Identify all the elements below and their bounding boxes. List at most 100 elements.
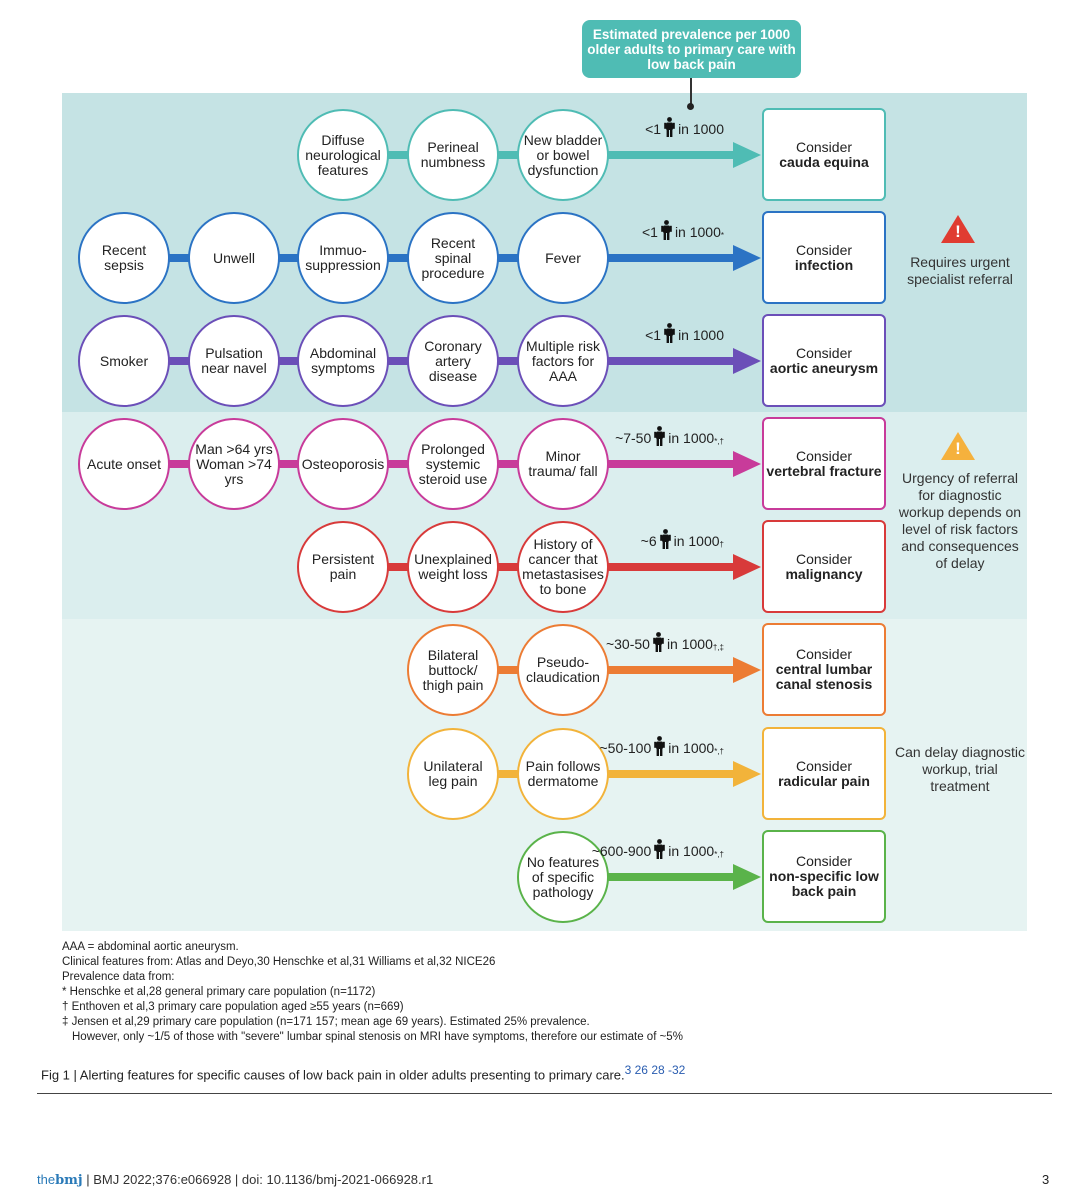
flow-arrowhead	[733, 348, 761, 374]
side-note-low: Can delay diagnostic workup, trial treat…	[895, 744, 1025, 794]
prevalence-value: ~7-50	[615, 430, 652, 446]
person-icon	[654, 736, 666, 756]
footer-citation: | BMJ 2022;376:e066928 | doi: 10.1136/bm…	[86, 1172, 434, 1187]
footnote-prevalence-from: Prevalence data from:	[62, 971, 175, 983]
person-icon	[659, 529, 671, 549]
footnote-ddagger: ‡ Jensen et al,29 primary care populatio…	[62, 1016, 590, 1028]
footnote-ddagger-cont: However, only ~1/5 of those with "severe…	[72, 1031, 683, 1043]
consider-diagnosis: malignancy	[785, 565, 863, 582]
journal-logo-the: the	[37, 1172, 56, 1187]
feature-circle: Smoker	[78, 315, 170, 407]
prevalence-ref: †	[719, 540, 724, 549]
prevalence-unit: in 1000	[668, 740, 715, 756]
prevalence-ref: *,†	[714, 747, 724, 756]
feature-circle: Acute onset	[78, 418, 170, 510]
flow-arrowhead	[733, 657, 761, 683]
prevalence-unit: in 1000	[678, 121, 724, 137]
consider-label: Consider	[795, 241, 853, 258]
mid-warning-mark: !	[955, 439, 961, 458]
feature-circle: Abdominal symptoms	[297, 315, 389, 407]
prevalence-unit: in 1000	[668, 430, 715, 446]
feature-circle: Pseudo-claudication	[517, 624, 609, 716]
consider-diagnosis: cauda equina	[779, 153, 869, 170]
feature-circle: History of cancer that metastasises to b…	[517, 521, 609, 613]
prevalence-label: ~7-50 in 1000*,†	[615, 426, 724, 446]
person-icon	[654, 839, 666, 859]
flow-bar	[563, 873, 735, 881]
feature-circle: Pulsation near navel	[188, 315, 280, 407]
feature-circle: Diffuse neurological features	[297, 109, 389, 201]
prevalence-ref: *	[720, 231, 724, 240]
feature-circle: Pain follows dermatome	[517, 728, 609, 820]
side-note-urgent: Requires urgent specialist referral	[907, 254, 1013, 287]
prevalence-value: <1	[645, 327, 662, 343]
consider-label: Consider	[795, 550, 853, 567]
person-icon	[661, 220, 672, 240]
consider-diagnosis: aortic aneurysm	[769, 359, 879, 376]
feature-circle: Unwell	[188, 212, 280, 304]
prevalence-ref: *,†	[714, 850, 724, 859]
prevalence-unit: in 1000	[673, 533, 720, 549]
consider-diagnosis: radicular pain	[778, 772, 870, 789]
feature-circle: Unilateral leg pain	[407, 728, 499, 820]
person-icon	[653, 632, 664, 652]
consider-diagnosis: infection	[794, 256, 854, 273]
feature-circle: Perineal numbness	[407, 109, 499, 201]
consider-label: Consider	[795, 138, 853, 155]
figure-caption: Fig 1 | Alerting features for specific c…	[41, 1063, 685, 1082]
flow-arrowhead	[733, 245, 761, 271]
flow-arrowhead	[733, 761, 761, 787]
caption-text: Fig 1 | Alerting features for specific c…	[41, 1067, 625, 1083]
feature-circle: Osteoporosis	[297, 418, 389, 510]
consider-diagnosis: non-specific low back pain	[769, 868, 879, 899]
flow-arrowhead	[733, 864, 761, 890]
consider-label: Consider	[795, 646, 853, 662]
feature-circle: Coronary artery disease	[407, 315, 499, 407]
flow-arrowhead	[733, 554, 761, 580]
consider-label: Consider	[795, 344, 853, 361]
prevalence-ref: *,†	[714, 437, 724, 446]
footnote-star: * Henschke et al,28 general primary care…	[62, 986, 376, 998]
prevalence-value: ~6	[640, 533, 657, 549]
feature-circle: Immuo-suppression	[297, 212, 389, 304]
person-icon	[654, 426, 666, 446]
consider-label: Consider	[795, 757, 853, 774]
journal-logo-bmj: bmj	[55, 1173, 83, 1188]
person-icon	[664, 323, 675, 343]
footnote-abbrev: AAA = abdominal aortic aneurysm.	[62, 941, 239, 953]
prevalence-connector	[690, 78, 692, 106]
caption-divider	[37, 1093, 1052, 1094]
page-number: 3	[1042, 1172, 1050, 1187]
flow-arrowhead	[733, 451, 761, 477]
consider-diagnosis: vertebral fracture	[766, 462, 882, 479]
feature-circle: Recent spinal procedure	[407, 212, 499, 304]
prevalence-label: ~6 in 1000†	[641, 529, 724, 549]
feature-circle: Multiple risk factors for AAA	[517, 315, 609, 407]
prevalence-unit: in 1000	[678, 327, 724, 343]
feature-circle: New bladder or bowel dysfunction	[517, 109, 609, 201]
prevalence-value: ~600-900	[591, 843, 652, 859]
mid-warning-icon	[941, 432, 975, 460]
side-note-mid: Urgency of referral for diagnostic worku…	[898, 470, 1022, 571]
feature-circle: Bilateral buttock/ thigh pain	[407, 624, 499, 716]
prevalence-connector-dot	[687, 103, 694, 110]
prevalence-value: ~30-50	[605, 636, 650, 652]
feature-circle: Man >64 yrs Woman >74 yrs	[188, 418, 280, 510]
caption-refs[interactable]: 3 26 28 -32	[624, 1063, 686, 1077]
feature-circle: Recent sepsis	[78, 212, 170, 304]
urgent-warning-mark: !	[955, 222, 961, 241]
footnote-dagger: † Enthoven et al,3 primary care populati…	[62, 1001, 404, 1013]
consider-diagnosis: central lumbar canal stenosis	[775, 661, 873, 692]
prevalence-unit: in 1000	[666, 636, 713, 652]
